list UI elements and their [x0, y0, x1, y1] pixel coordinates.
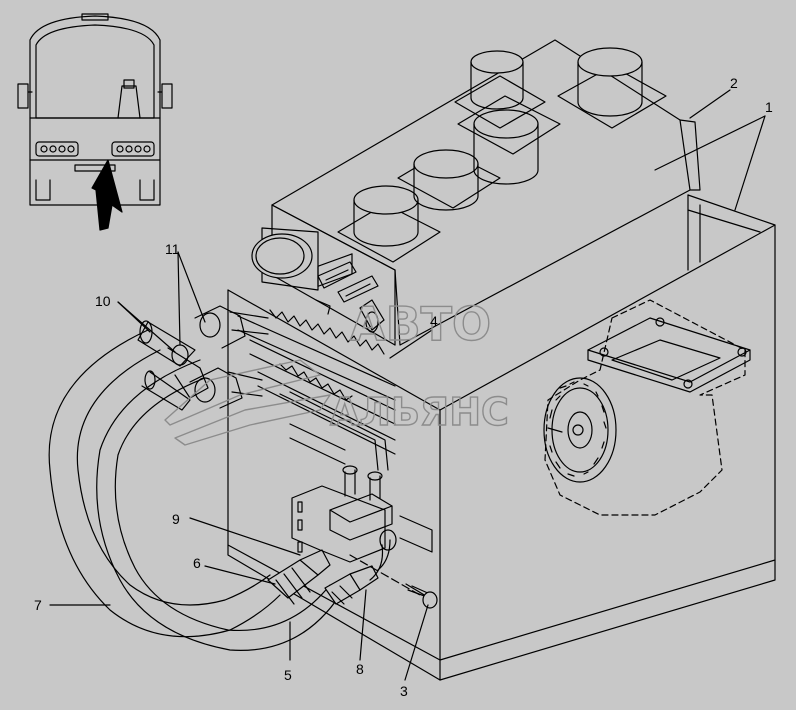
heater-housing [227, 194, 776, 681]
duct-cover [271, 39, 701, 346]
callout-7: 7 [34, 597, 42, 613]
callout-6: 6 [193, 555, 201, 571]
hose-fitting-8 [324, 539, 391, 605]
hose-fitting-6 [267, 549, 331, 605]
front-outlet [251, 227, 319, 291]
callout-5: 5 [284, 667, 292, 683]
callout-11: 11 [165, 241, 180, 257]
watermark-logo [164, 359, 331, 446]
blower-wheel [543, 377, 617, 483]
leader-lines [49, 89, 766, 681]
callout-1: 1 [765, 99, 773, 115]
callout-4: 4 [430, 313, 438, 329]
air-outlet-ducts [337, 47, 667, 263]
bus-front-inset [17, 13, 173, 231]
electrical-connectors [315, 253, 385, 333]
watermark-line-2: АЛЬЯНС [330, 390, 509, 434]
upper-pipe-elbows [137, 305, 269, 411]
callout-10: 10 [95, 293, 111, 309]
blower-fan [544, 299, 746, 516]
callout-2: 2 [730, 75, 738, 91]
mounting-bolt [349, 554, 438, 609]
coolant-hose-small [96, 359, 341, 651]
blower-bracket [587, 317, 751, 393]
watermark-line-1: АВТО [350, 297, 491, 351]
callout-8: 8 [356, 661, 364, 677]
callout-3: 3 [400, 683, 408, 699]
callout-9: 9 [172, 511, 180, 527]
valve-block [291, 465, 433, 563]
